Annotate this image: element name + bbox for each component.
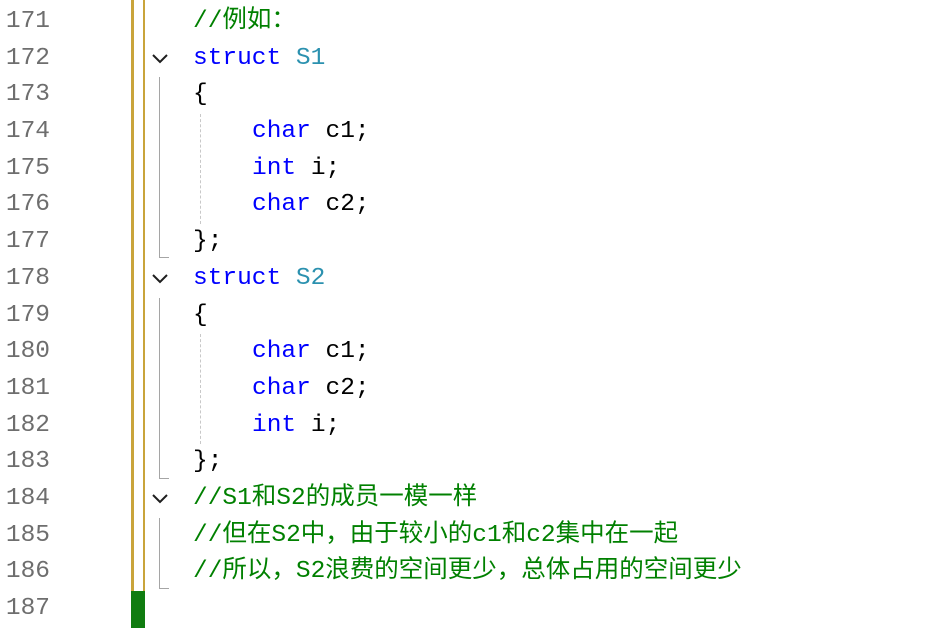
code-line[interactable]: 183 };: [0, 444, 947, 481]
line-number: 173: [5, 81, 50, 109]
line-number: 182: [5, 411, 50, 439]
keyword: char: [252, 191, 311, 219]
identifier: c2;: [325, 191, 370, 219]
line-number: 172: [5, 44, 50, 72]
identifier: c2;: [325, 374, 370, 402]
code-line[interactable]: 185 //但在S2中，由于较小的c1和c2集中在一起: [0, 518, 947, 555]
code-lines[interactable]: 171 //例如： 172 struct S1 173 { 174 char c…: [0, 4, 947, 628]
code-text[interactable]: int i;: [252, 408, 340, 445]
code-line[interactable]: 171 //例如：: [0, 4, 947, 41]
code-text[interactable]: char c2;: [252, 187, 370, 224]
line-number: 179: [5, 301, 50, 329]
outline-guide-struct-s2: [159, 298, 169, 479]
code-line[interactable]: 186 //所以，S2浪费的空间更少，总体占用的空间更少: [0, 554, 947, 591]
line-number: 175: [5, 154, 50, 182]
code-text[interactable]: char c2;: [252, 371, 370, 408]
code-line[interactable]: 184 //S1和S2的成员一模一样: [0, 481, 947, 518]
line-number: 185: [5, 521, 50, 549]
struct-name: S1: [295, 44, 326, 72]
punctuation: };: [193, 448, 223, 476]
code-line[interactable]: 173 {: [0, 77, 947, 114]
keyword: char: [252, 118, 311, 146]
comment: //所以，S2浪费的空间更少，总体占用的空间更少: [193, 558, 742, 586]
code-text[interactable]: //但在S2中，由于较小的c1和c2集中在一起: [193, 518, 678, 555]
code-text[interactable]: struct S2: [193, 261, 325, 298]
punctuation: };: [193, 228, 223, 256]
line-number: 181: [5, 374, 50, 402]
keyword: struct: [193, 44, 282, 72]
code-text[interactable]: {: [193, 298, 208, 335]
line-number: 186: [5, 558, 50, 586]
code-line[interactable]: 187: [0, 591, 947, 628]
change-margin-saved: [131, 0, 145, 591]
chevron-down-icon[interactable]: [151, 53, 169, 65]
struct-name: S2: [295, 264, 326, 292]
keyword: char: [252, 338, 311, 366]
code-line[interactable]: 178 struct S2: [0, 261, 947, 298]
line-number: 171: [5, 8, 50, 35]
code-line[interactable]: 181 char c2;: [0, 371, 947, 408]
code-text[interactable]: char c1;: [252, 114, 370, 151]
code-text[interactable]: int i;: [252, 151, 340, 188]
code-line[interactable]: 182 int i;: [0, 408, 947, 445]
line-number: 174: [5, 118, 50, 146]
code-line[interactable]: 180 char c1;: [0, 334, 947, 371]
code-text[interactable]: //例如：: [193, 4, 296, 41]
code-line[interactable]: 174 char c1;: [0, 114, 947, 151]
line-number: 187: [5, 595, 50, 622]
outline-guide-comment-block: [159, 518, 169, 589]
identifier: i;: [310, 154, 341, 182]
code-text[interactable]: };: [193, 224, 222, 261]
punctuation: {: [193, 301, 208, 329]
keyword: char: [252, 374, 311, 402]
chevron-down-icon[interactable]: [151, 493, 169, 505]
comment: //但在S2中，由于较小的c1和c2集中在一起: [193, 521, 679, 549]
identifier: c1;: [325, 338, 370, 366]
code-line[interactable]: 172 struct S1: [0, 41, 947, 78]
code-text[interactable]: //S1和S2的成员一模一样: [193, 481, 477, 518]
code-text[interactable]: };: [193, 444, 222, 481]
code-text[interactable]: char c1;: [252, 334, 370, 371]
comment: //S1和S2的成员一模一样: [193, 484, 478, 512]
change-margin-new: [131, 591, 145, 628]
line-number: 176: [5, 191, 50, 219]
indent-guide: [200, 114, 201, 224]
line-number: 177: [5, 228, 50, 256]
code-line[interactable]: 176 char c2;: [0, 187, 947, 224]
keyword: int: [252, 154, 297, 182]
comment: //例如：: [193, 8, 296, 35]
code-text[interactable]: struct S1: [193, 41, 325, 78]
line-number: 184: [5, 484, 50, 512]
chevron-down-icon[interactable]: [151, 273, 169, 285]
code-text[interactable]: //所以，S2浪费的空间更少，总体占用的空间更少: [193, 554, 742, 591]
punctuation: {: [193, 81, 208, 109]
identifier: i;: [310, 411, 341, 439]
keyword: int: [252, 411, 297, 439]
indent-guide: [200, 334, 201, 444]
outline-guide-struct-s1: [159, 77, 169, 258]
identifier: c1;: [325, 118, 370, 146]
keyword: struct: [193, 264, 282, 292]
line-number: 178: [5, 264, 50, 292]
code-line[interactable]: 179 {: [0, 298, 947, 335]
line-number: 180: [5, 338, 50, 366]
code-line[interactable]: 175 int i;: [0, 151, 947, 188]
code-text[interactable]: {: [193, 77, 208, 114]
code-line[interactable]: 177 };: [0, 224, 947, 261]
line-number: 183: [5, 448, 50, 476]
